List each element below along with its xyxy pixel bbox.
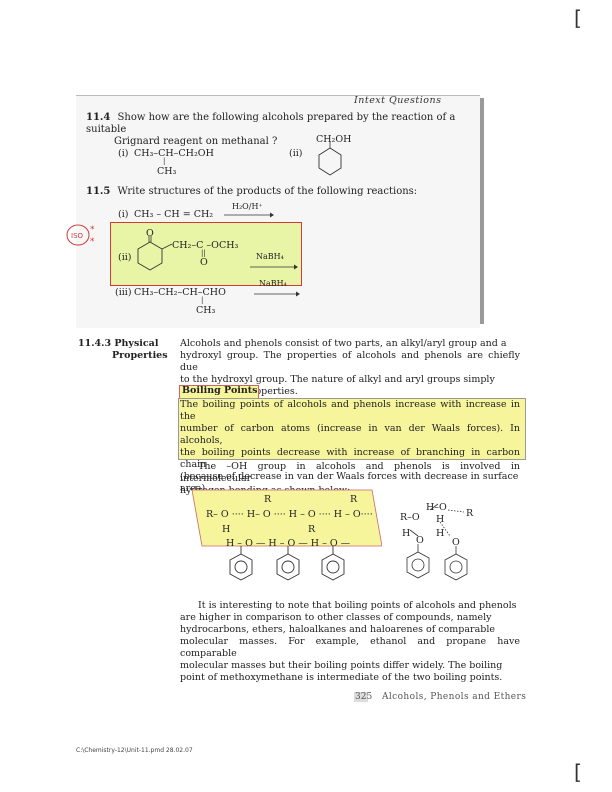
reaction-arrow-icon bbox=[250, 264, 298, 270]
closing-line: molecular masses but their boiling point… bbox=[180, 660, 503, 671]
highlight-reaction-ii bbox=[110, 222, 302, 286]
q11-5-ii-chain: CH₂–C –OCH₃ bbox=[172, 240, 239, 251]
question-number: 11.4 bbox=[86, 112, 111, 123]
phenol-cluster-bonds bbox=[406, 503, 468, 581]
question-11-5: 11.5 Write structures of the products of… bbox=[86, 186, 417, 198]
question-text-line1: Show how are the following alcohols prep… bbox=[86, 112, 456, 135]
phenol-rings bbox=[229, 546, 345, 581]
q11-5-ii-reagent: NaBH₄ bbox=[256, 252, 284, 261]
cluster-h-o-top: H–O bbox=[426, 502, 447, 513]
r-top-1: R bbox=[264, 494, 272, 505]
alcohol-chain: R– O ···· H– O ···· H – O ···· H – O···· bbox=[206, 509, 373, 520]
closing-line: hydrocarbons, ethers, haloalkanes and ha… bbox=[180, 624, 496, 635]
closing-line: are higher in comparison to other classe… bbox=[180, 612, 492, 623]
q11-5-iii-branch: CH₃ bbox=[196, 305, 216, 316]
q11-5-iii-label: (iii) bbox=[115, 287, 132, 298]
page-number-highlight bbox=[354, 692, 368, 702]
file-path: C:\Chemistry-12\Unit-11.pmd 28.02.07 bbox=[76, 747, 193, 754]
crop-mark-bottom: [ bbox=[574, 760, 582, 784]
q11-5-i-label: (i) bbox=[118, 209, 129, 220]
reaction-arrow-icon bbox=[224, 212, 274, 218]
r-bottom: R bbox=[308, 524, 316, 535]
boiling-line: (because of decrease in van der Waals fo… bbox=[180, 471, 519, 482]
boiling-paragraph: The boiling points of alcohols and pheno… bbox=[180, 399, 520, 495]
q11-4-ii-label: (ii) bbox=[289, 148, 303, 159]
boiling-line: the boiling points decrease with increas… bbox=[180, 447, 520, 470]
h-bottom: H bbox=[222, 524, 231, 535]
intext-questions-box bbox=[76, 95, 480, 328]
intext-title: Intext Questions bbox=[354, 95, 442, 106]
q11-4-i-bond: | bbox=[163, 157, 166, 165]
section-heading: 11.4.3 Physical Properties bbox=[78, 338, 170, 362]
boiling-line: The boiling points of alcohols and pheno… bbox=[180, 399, 520, 422]
reaction-arrow-icon bbox=[254, 291, 300, 297]
section-number: 11.4.3 bbox=[78, 338, 112, 349]
cluster-h3: H bbox=[436, 528, 445, 539]
q11-5-ii-oxo: O bbox=[146, 228, 154, 239]
q11-4-i-label: (i) bbox=[118, 148, 129, 159]
cluster-h1: H bbox=[436, 514, 445, 525]
cluster-o2: O bbox=[452, 537, 460, 548]
boiling-highlight bbox=[178, 398, 526, 460]
question-number: 11.5 bbox=[86, 186, 111, 197]
q11-5-iii-reactant: CH₃–CH₂–CH–CHO bbox=[134, 287, 226, 298]
chapter-title: Alcohols, Phenols and Ethers bbox=[382, 692, 527, 702]
question-11-4: 11.4 Show how are the following alcohols… bbox=[86, 112, 476, 148]
hbond-line: The –OH group in alcohols and phenols is… bbox=[180, 461, 520, 484]
closing-line: It is interesting to note that boiling p… bbox=[198, 600, 517, 611]
cluster-ro: R–O bbox=[400, 512, 420, 523]
section-title-1: Physical bbox=[114, 338, 159, 349]
q11-5-iii-reagent: NaBH₄ bbox=[259, 279, 287, 288]
phenol-chain: H – O — H – O — H – O — bbox=[226, 538, 351, 549]
cyclohexanone-ring bbox=[137, 236, 173, 271]
cluster-o1: O bbox=[416, 535, 424, 546]
q11-5-ii-label: (ii) bbox=[118, 252, 132, 263]
intext-box-shadow bbox=[480, 98, 484, 324]
boiling-line: area). bbox=[180, 483, 209, 494]
intro-line: Alcohols and phenols consist of two part… bbox=[180, 338, 507, 349]
q11-5-ii-ester-o: O bbox=[200, 257, 208, 268]
closing-paragraph: It is interesting to note that boiling p… bbox=[180, 600, 520, 684]
svg-text:ISO: ISO bbox=[71, 232, 84, 240]
intro-line: to the hydroxyl group. The nature of alk… bbox=[180, 374, 495, 385]
closing-line: point of methoxymethane is intermediate … bbox=[180, 672, 503, 683]
q11-5-i-reactant: CH₃ – CH = CH₂ bbox=[134, 209, 214, 220]
svg-text:*: * bbox=[90, 237, 95, 247]
alcohol-hbond-highlight bbox=[192, 489, 382, 547]
q11-4-i-formula: CH₃–CH–CH₂OH bbox=[134, 148, 214, 159]
question-text: Write structures of the products of the … bbox=[117, 186, 418, 197]
q11-5-i-reagent: H₂O/H⁺ bbox=[232, 202, 263, 211]
cluster-r: R bbox=[466, 508, 474, 519]
q11-4-i-branch: CH₃ bbox=[157, 166, 177, 177]
page-number: 325 bbox=[355, 692, 373, 702]
crop-mark-top: [ bbox=[574, 6, 582, 30]
section-title-2: Properties bbox=[112, 350, 168, 361]
cyclohexane-ring bbox=[318, 142, 342, 176]
q11-4-ii-substituent: CH₂OH bbox=[316, 134, 352, 145]
boiling-line: number of carbon atoms (increase in van … bbox=[180, 423, 520, 446]
svg-text:*: * bbox=[90, 225, 95, 235]
closing-line: molecular masses. For example, ethanol a… bbox=[180, 636, 520, 659]
q11-5-ii-double-bond: || bbox=[201, 249, 206, 257]
r-top-2: R bbox=[350, 494, 358, 505]
subhead-boiling-points: Boiling Points bbox=[182, 385, 258, 396]
cluster-h2: H bbox=[402, 528, 411, 539]
handwritten-annotation-icon: ISO * * bbox=[66, 224, 95, 247]
q11-5-iii-bond: | bbox=[201, 296, 204, 304]
question-text-line2: Grignard reagent on methanal ? bbox=[114, 136, 278, 147]
intro-line: hydroxyl group. The properties of alcoho… bbox=[180, 350, 520, 373]
